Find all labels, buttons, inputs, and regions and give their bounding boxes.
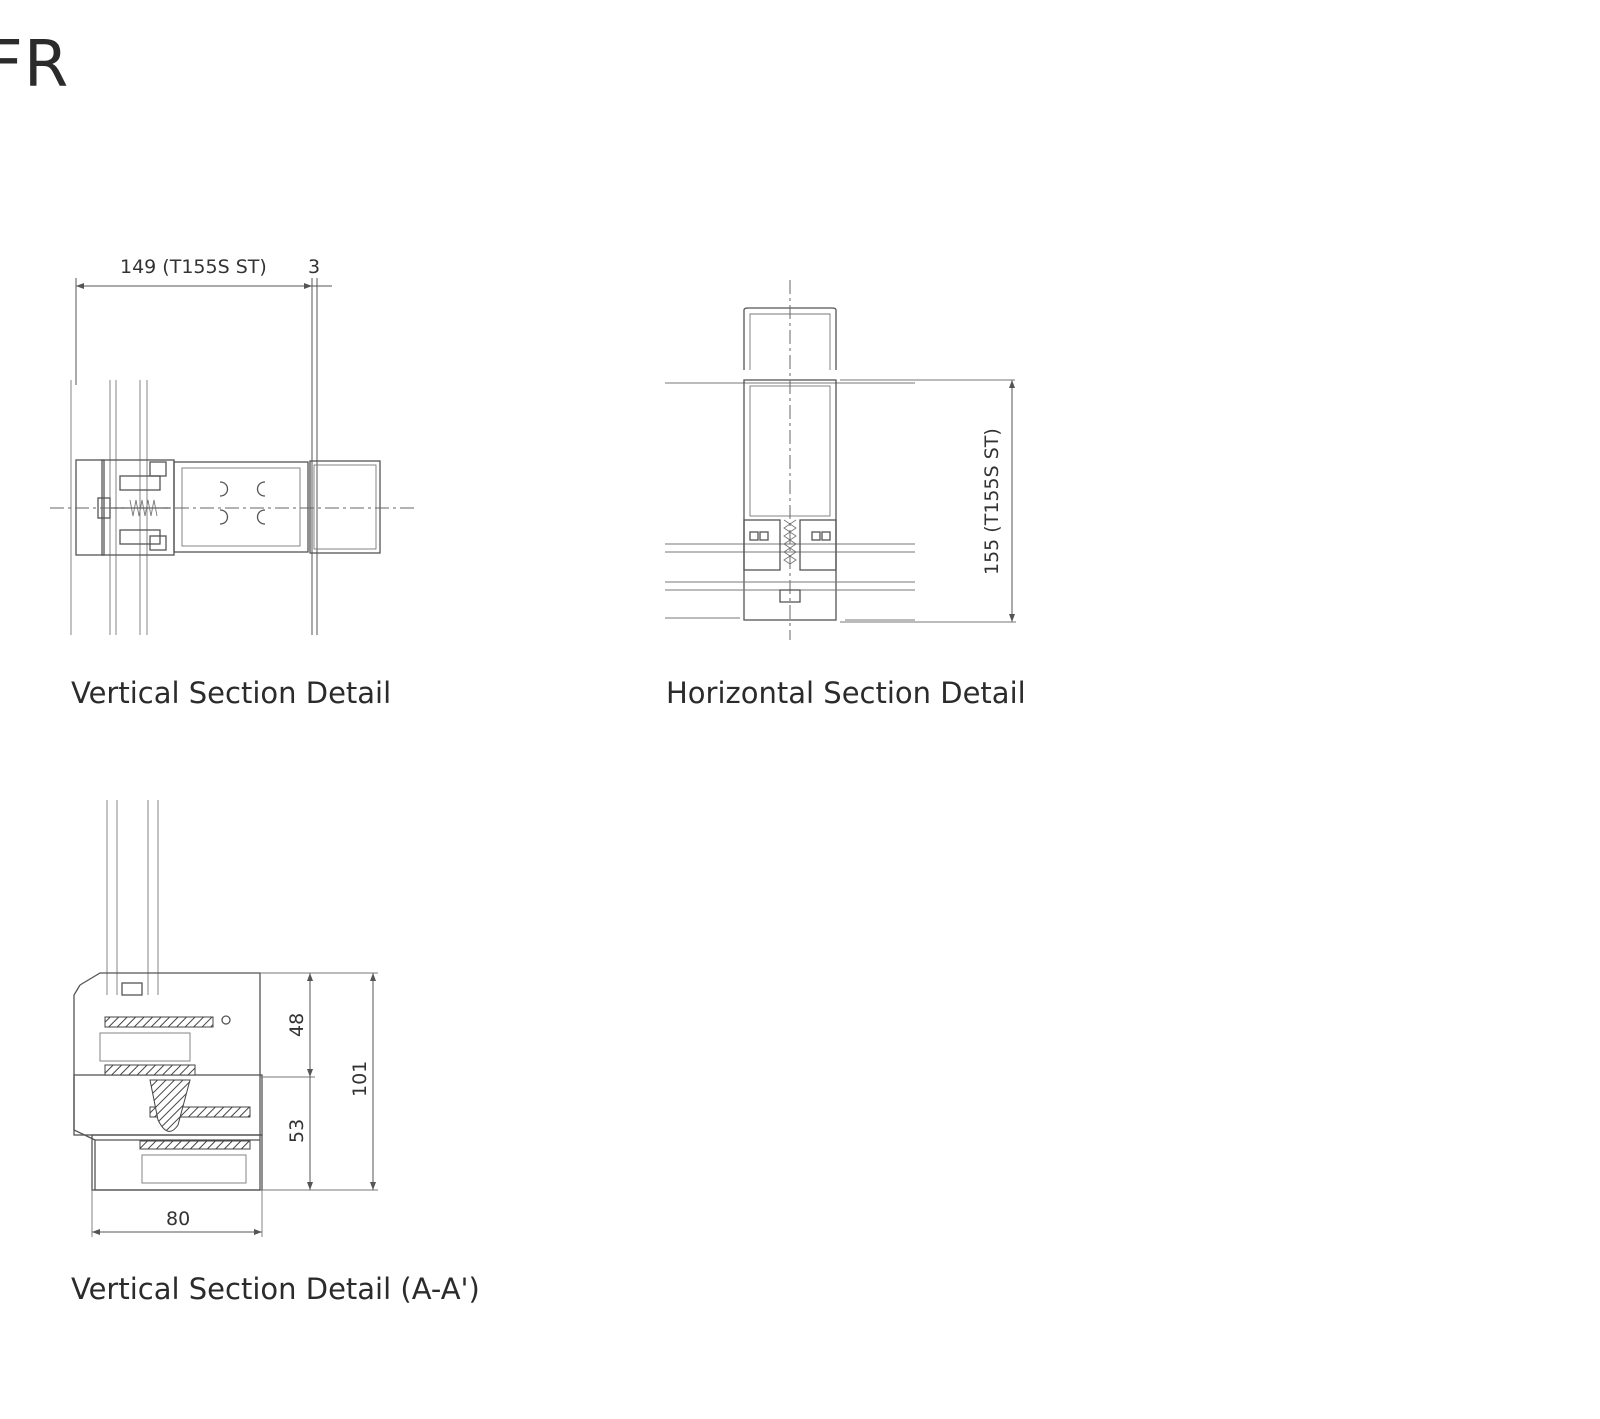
horizontal-section-drawing: 155 (T155S ST) <box>665 280 1016 640</box>
vertical-aa-section-caption: Vertical Section Detail (A-A') <box>71 1272 480 1306</box>
vertical-section-caption: Vertical Section Detail <box>71 676 392 710</box>
dim-gap-label: 3 <box>308 256 320 278</box>
dim-depth-label: 155 (T155S ST) <box>981 428 1003 575</box>
vertical-section-drawing: 149 (T155S ST) 3 <box>50 256 415 635</box>
page-title: FR <box>0 28 70 102</box>
dim-total-label: 101 <box>349 1061 371 1097</box>
dim-width-80-label: 80 <box>166 1208 190 1230</box>
horizontal-section-caption: Horizontal Section Detail <box>666 676 1026 710</box>
dim-upper-label: 48 <box>286 1013 308 1037</box>
dim-lower-label: 53 <box>286 1119 308 1143</box>
vertical-aa-section-drawing: 48 53 101 80 <box>73 800 378 1237</box>
dim-width-label: 149 (T155S ST) <box>120 256 267 278</box>
